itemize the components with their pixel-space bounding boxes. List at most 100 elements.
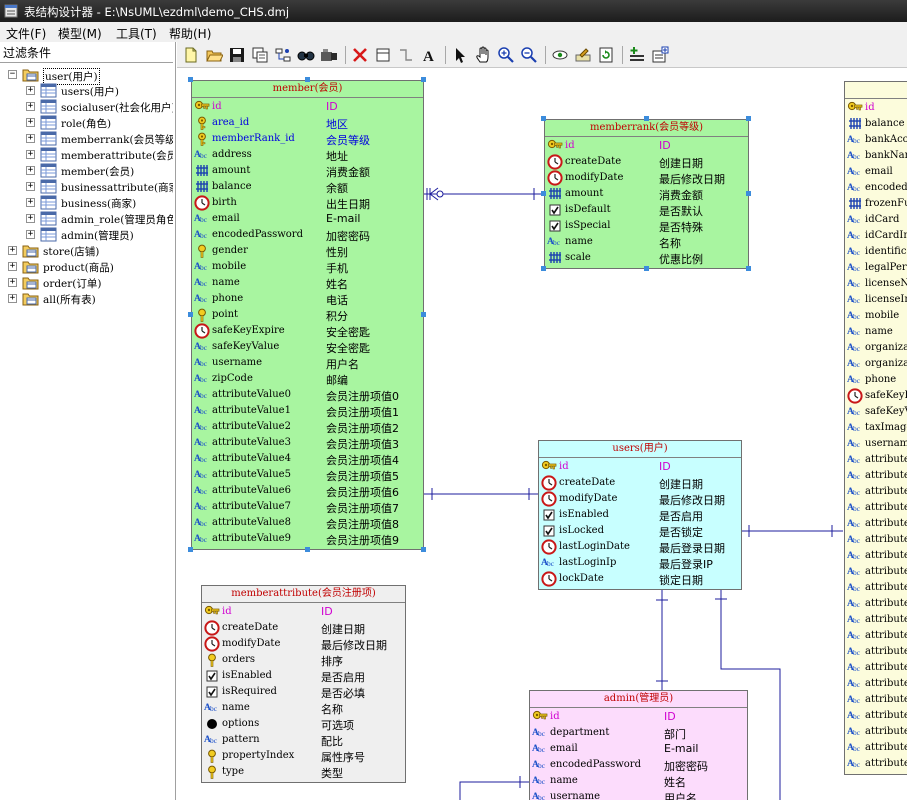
expand-icon[interactable]: +: [26, 117, 35, 127]
field-row[interactable]: AbcattributeValue17: [845, 724, 907, 740]
text-icon[interactable]: A: [419, 45, 439, 65]
field-row[interactable]: AbcattributeValue11: [845, 628, 907, 644]
field-row[interactable]: AbcidCardImage: [845, 228, 907, 244]
selection-handle[interactable]: [421, 77, 426, 82]
field-row[interactable]: AbcattributeValue16: [845, 708, 907, 724]
zoom-in-icon[interactable]: [496, 45, 516, 65]
selection-handle[interactable]: [188, 547, 193, 552]
field-row[interactable]: AbcattributeValue18: [845, 740, 907, 756]
link-users-offscreen[interactable]: [720, 590, 781, 800]
selection-handle[interactable]: [541, 191, 546, 196]
selection-handle[interactable]: [746, 191, 751, 196]
copy-icon[interactable]: [250, 45, 270, 65]
field-row[interactable]: AbcidentificationNumber: [845, 244, 907, 260]
selection-handle[interactable]: [541, 266, 546, 271]
field-row[interactable]: AbclicenseImage: [845, 292, 907, 308]
expand-icon[interactable]: +: [8, 293, 17, 303]
field-row[interactable]: AbcattributeValue13: [845, 660, 907, 676]
field-row[interactable]: id: [845, 100, 907, 116]
properties-icon[interactable]: [319, 45, 339, 65]
add-field-icon[interactable]: [627, 45, 647, 65]
field-row[interactable]: AbcbankName: [845, 148, 907, 164]
field-row[interactable]: balance: [845, 116, 907, 132]
menu-model[interactable]: 模型(M): [58, 27, 102, 41]
selection-handle[interactable]: [188, 312, 193, 317]
selection-handle[interactable]: [643, 116, 649, 121]
field-row[interactable]: AbcorganizationImage: [845, 356, 907, 372]
field-row[interactable]: AbcbankAccount: [845, 132, 907, 148]
selection-handle[interactable]: [746, 116, 751, 121]
field-row[interactable]: AbclegalPerson: [845, 260, 907, 276]
field-row[interactable]: AbcattributeValue14: [845, 676, 907, 692]
selection-handle[interactable]: [643, 266, 649, 271]
expand-icon[interactable]: +: [26, 133, 35, 143]
field-row[interactable]: AbcattributeValue19: [845, 756, 907, 772]
export-icon[interactable]: [273, 45, 293, 65]
selection-handle[interactable]: [421, 312, 426, 317]
expand-icon[interactable]: +: [8, 277, 17, 287]
find-icon[interactable]: [296, 45, 316, 65]
hand-icon[interactable]: [473, 45, 493, 65]
field-row[interactable]: AbcattributeValue12: [845, 644, 907, 660]
table-business[interactable]: idbalanceAbcbankAccountAbcbankNameAbcema…: [844, 81, 907, 775]
view-icon[interactable]: [550, 45, 570, 65]
selection-handle[interactable]: [746, 266, 751, 271]
expand-icon[interactable]: +: [26, 165, 35, 175]
selection-handle[interactable]: [421, 547, 426, 552]
expand-icon[interactable]: +: [26, 197, 35, 207]
selection-handle[interactable]: [304, 77, 310, 82]
menu-tools[interactable]: 工具(T): [116, 27, 157, 41]
